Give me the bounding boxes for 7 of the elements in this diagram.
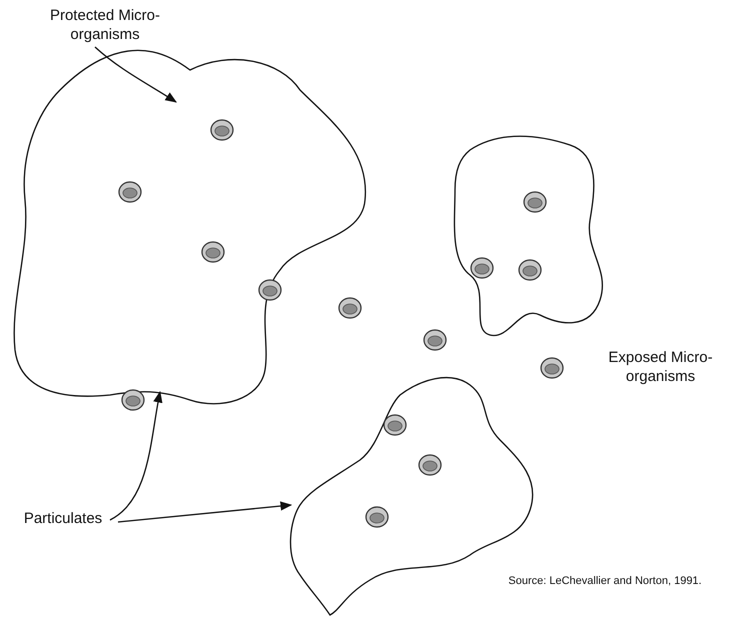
callout-text: Particulates [8,509,118,528]
arrow [94,46,177,103]
arrow [110,390,163,521]
arrow [118,501,292,523]
callout-text: Exposed Micro-organisms [607,348,714,386]
callout-text: Protected Micro-organisms [45,6,165,44]
source-caption: Source: LeChevallier and Norton, 1991. [507,574,703,589]
